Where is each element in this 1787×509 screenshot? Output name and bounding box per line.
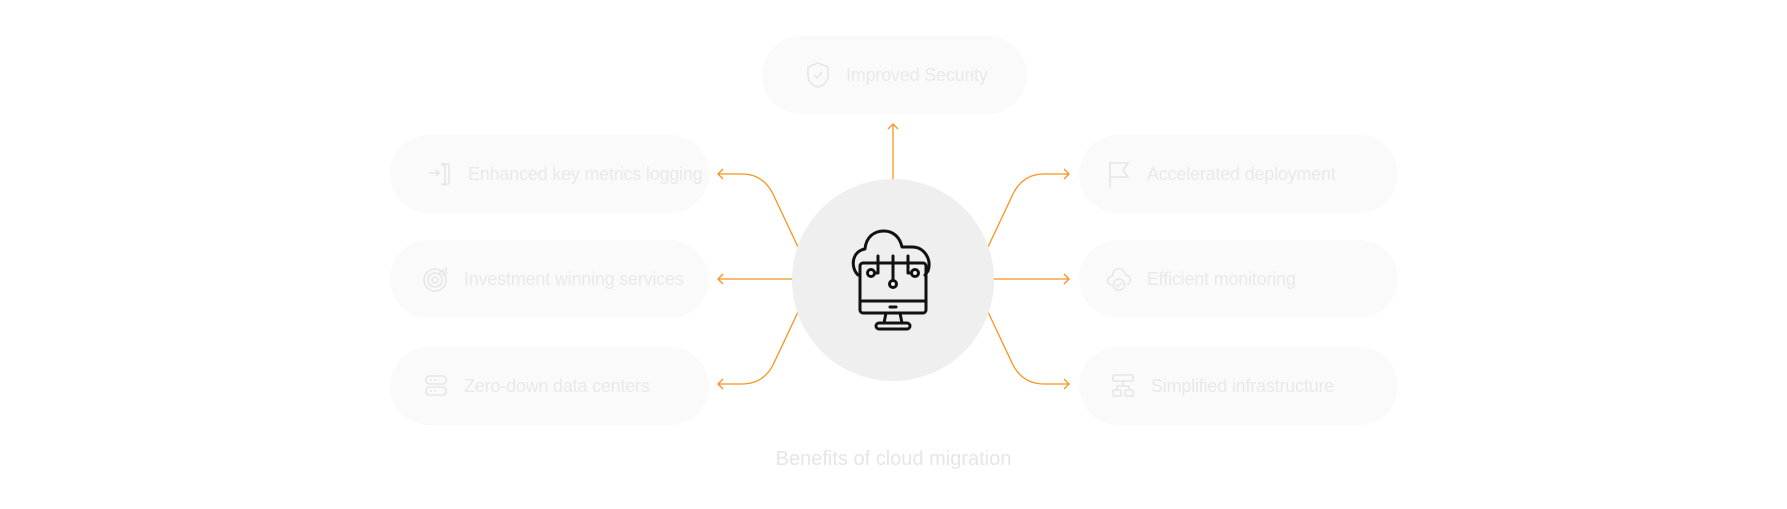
cloud-computer-icon [848, 223, 938, 338]
benefit-label: Simplified infrastructure [1151, 375, 1335, 396]
benefit-label: Efficient monitoring [1147, 268, 1296, 289]
cloud-check-icon [1105, 265, 1133, 293]
arrow-left-1 [717, 168, 799, 248]
benefit-improved-security: Improved Security [762, 36, 1027, 114]
flag-icon [1105, 160, 1133, 188]
benefit-zero-down-data-centers: Zero-down data centers [390, 347, 709, 425]
benefit-label: Zero-down data centers [464, 375, 650, 396]
benefit-label: Enhanced key metrics logging [468, 163, 703, 184]
benefit-label: Accelerated deployment [1147, 163, 1336, 184]
benefit-label: Investment winning services [464, 268, 684, 289]
login-door-icon [426, 160, 454, 188]
arrow-right-1 [987, 168, 1070, 248]
benefit-investment-services: Investment winning services [390, 240, 709, 318]
benefit-enhanced-logging: Enhanced key metrics logging [390, 135, 709, 213]
target-chart-icon [422, 265, 450, 293]
diagram-caption: Benefits of cloud migration [775, 448, 1012, 470]
arrow-left-3 [717, 311, 799, 390]
center-hub [792, 179, 994, 381]
benefit-simplified-infrastructure: Simplified infrastructure [1079, 347, 1398, 425]
benefit-label: Improved Security [846, 64, 988, 85]
arrow-left-2 [717, 273, 792, 285]
shield-check-icon [804, 61, 832, 89]
arrow-right-2 [994, 273, 1070, 285]
server-icon [422, 372, 450, 400]
benefit-accelerated-deployment: Accelerated deployment [1079, 135, 1398, 213]
benefit-efficient-monitoring: Efficient monitoring [1079, 240, 1398, 318]
arrow-right-3 [987, 311, 1070, 390]
arrow-top [887, 123, 899, 179]
hierarchy-icon [1109, 372, 1137, 400]
